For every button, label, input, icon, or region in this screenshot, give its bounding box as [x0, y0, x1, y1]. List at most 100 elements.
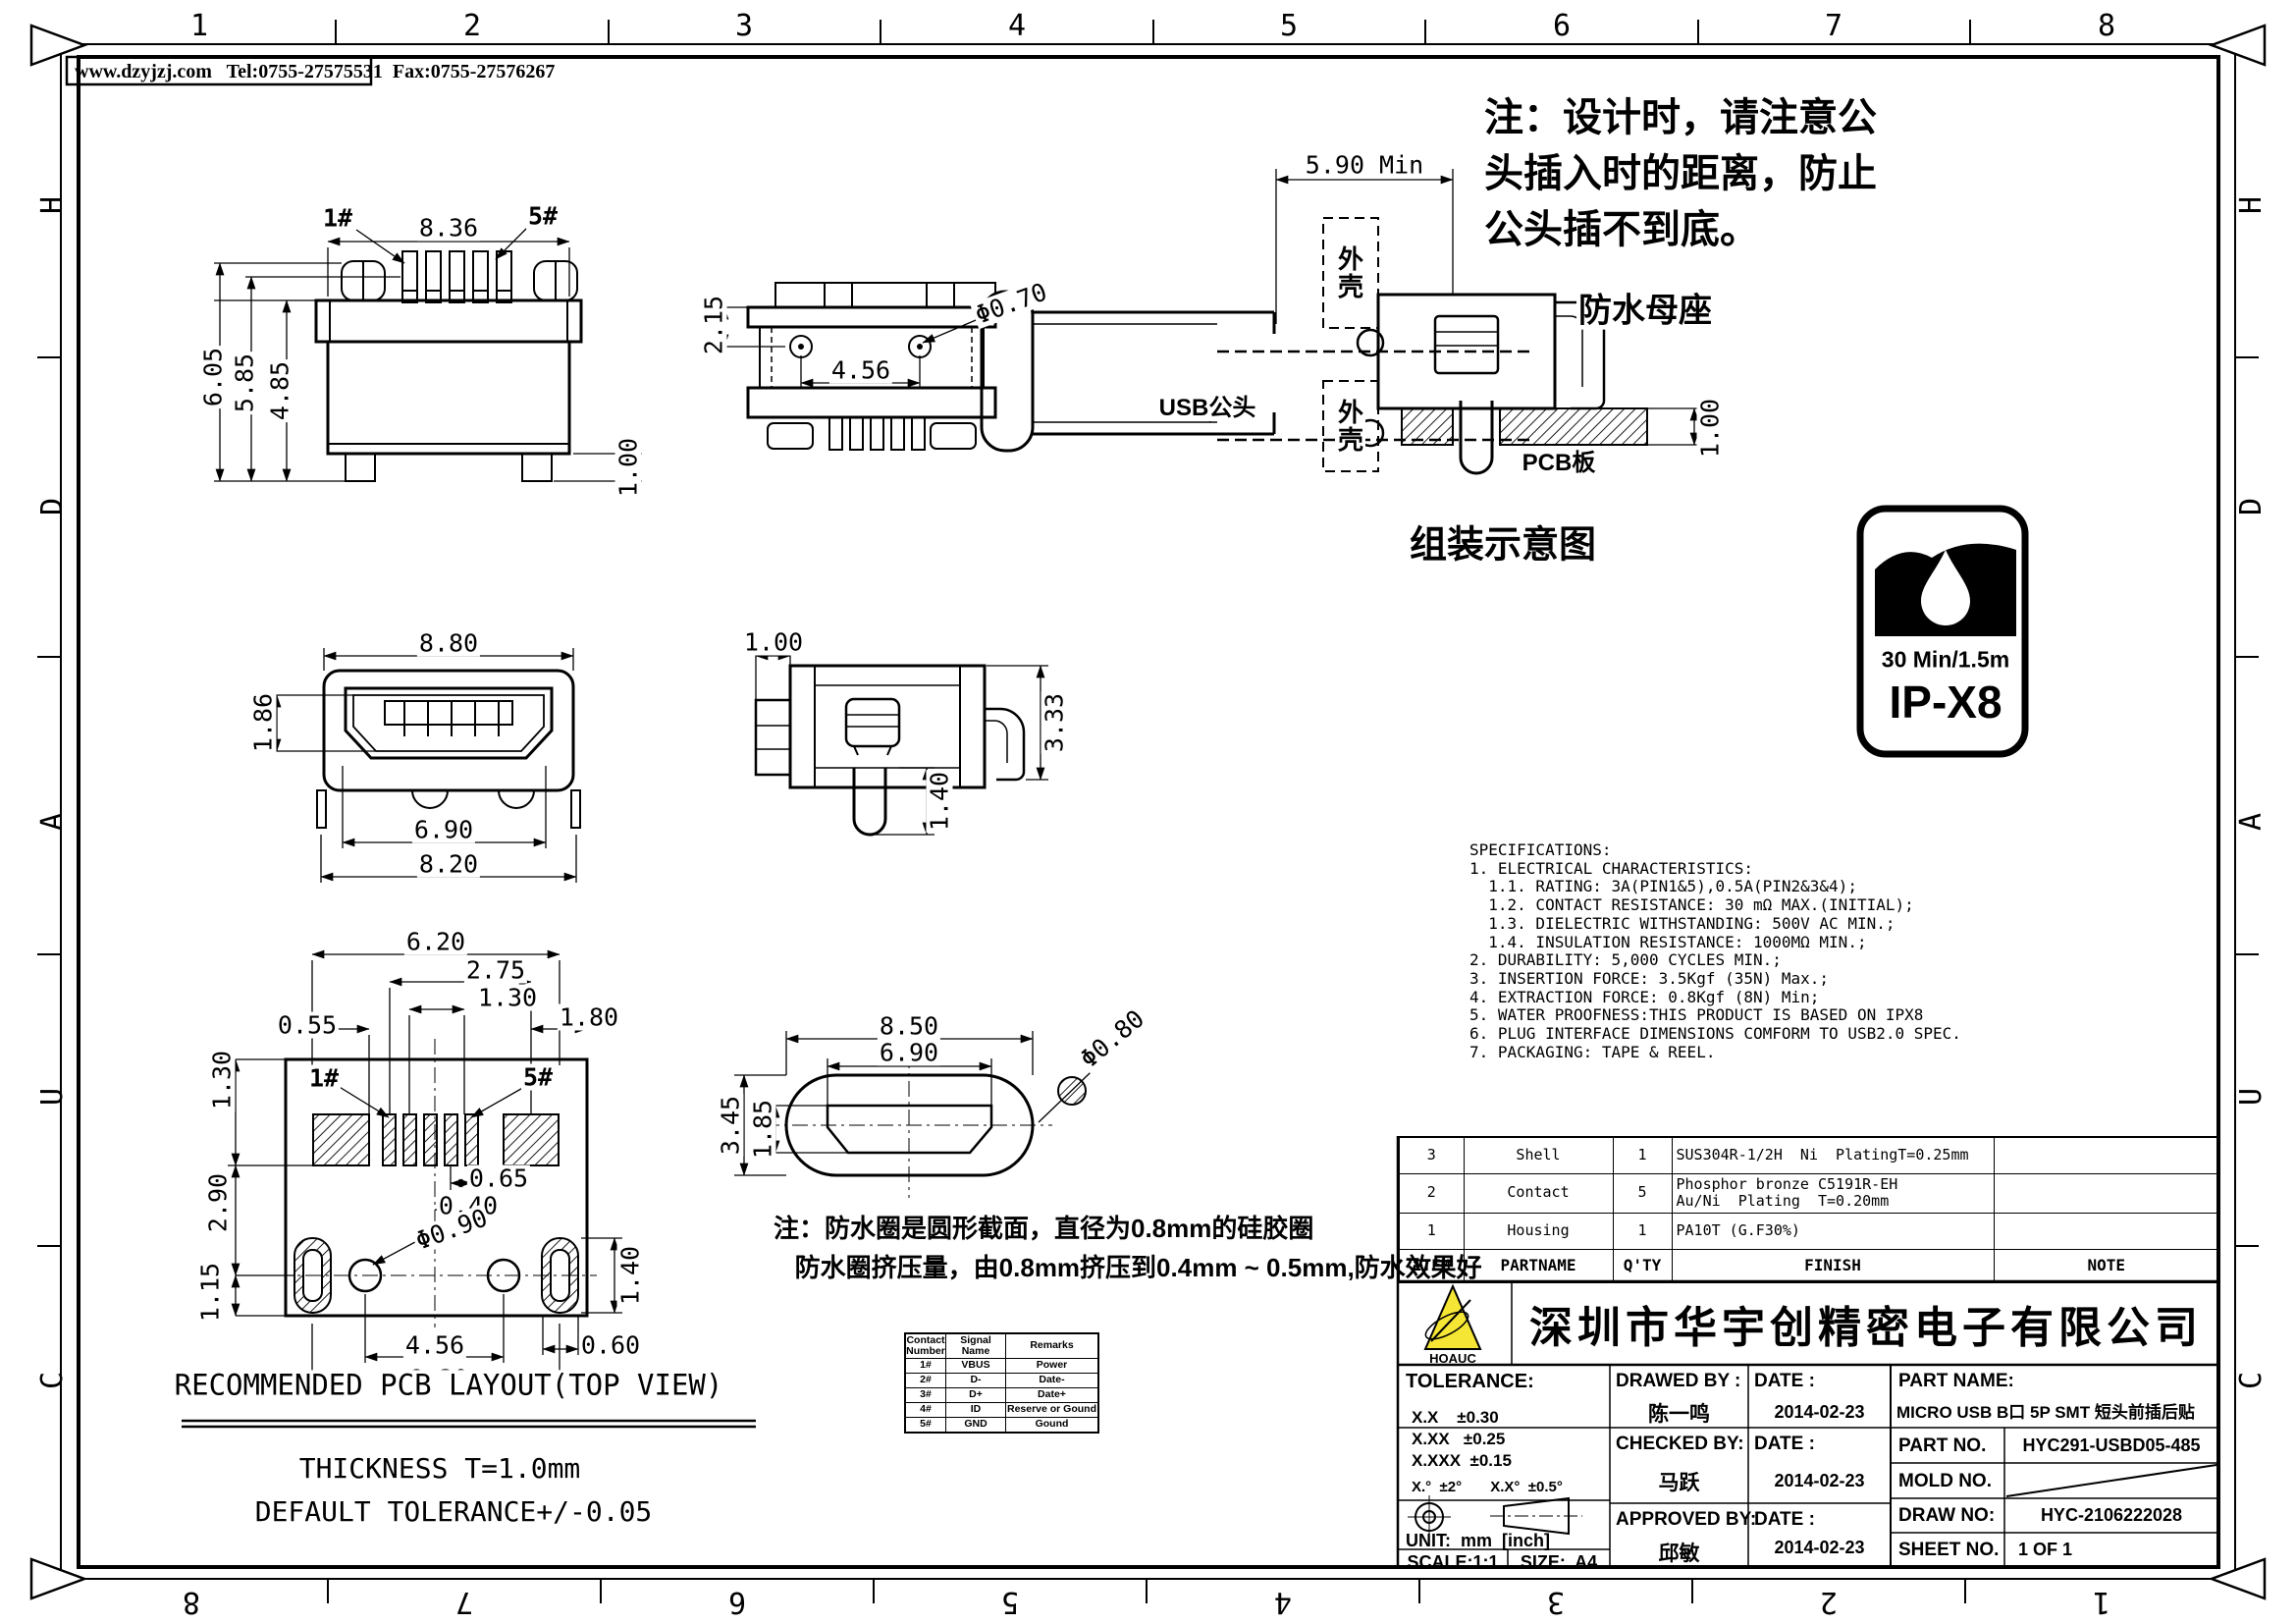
dim-label: 2.90	[203, 1170, 233, 1235]
view-assembly	[980, 169, 1702, 475]
waterproof-socket-label: 防水母座	[1576, 292, 1714, 330]
part-name-label: PART NAME:	[1898, 1371, 2014, 1391]
dim-label: 8.36	[416, 213, 481, 243]
zone-label: D	[2233, 497, 2269, 516]
zone-label: 4	[1273, 1585, 1293, 1620]
zone-label: 4	[1007, 8, 1027, 43]
size-label: SIZE: A4	[1520, 1552, 1598, 1572]
zone-label: H	[2233, 195, 2269, 215]
col-signal-name: Signal Name	[945, 1332, 1006, 1359]
dim-label: 4.85	[265, 358, 294, 423]
ipx8-logo	[1856, 505, 2029, 758]
dim-label: DEFAULT TOLERANCE+/-0.05	[252, 1494, 655, 1528]
dim-label: 1.80	[557, 1002, 621, 1032]
dim-label: 5.90 Min	[1303, 150, 1426, 180]
dim-label: 6.05	[198, 345, 228, 409]
zone-label: 6	[727, 1585, 747, 1620]
col-remarks: Remarks	[1005, 1332, 1099, 1359]
dim-label: 3.45	[716, 1093, 745, 1158]
zone-label: 8	[182, 1585, 201, 1620]
dim-label: 4.56	[828, 355, 893, 385]
view-side	[754, 644, 1048, 837]
mold-no-slash	[2005, 1464, 2217, 1497]
unit-label: UNIT: mm [inch]	[1406, 1531, 1550, 1550]
dim-label: 8.20	[416, 849, 481, 879]
date-label-3: DATE :	[1754, 1509, 1815, 1530]
tolerance-xxxx: X.XXX ±0.15	[1412, 1451, 1512, 1470]
date-label-2: DATE :	[1754, 1434, 1815, 1454]
usb-plug-label: USB公头	[1156, 395, 1258, 422]
zone-label: 7	[1824, 8, 1843, 43]
zone-label: 5	[1000, 1585, 1020, 1620]
projection-symbol	[1408, 1495, 1582, 1539]
center-arrows	[29, 24, 2267, 1600]
parts-row: 1 Housing 1 PA10T (G.F30%)	[1398, 1212, 2220, 1250]
shell-label: 外 壳	[1335, 397, 1366, 455]
zone-label: A	[2233, 812, 2269, 832]
dim-label: 0.60	[578, 1330, 643, 1360]
dim-label: 1.40	[615, 1243, 645, 1308]
contact-table: Contact Number Signal Name Remarks 1#VBU…	[904, 1332, 1099, 1434]
zone-label: D	[34, 497, 70, 516]
dim-label: 4.56	[402, 1330, 467, 1360]
drawed-by-name: 陈一鸣	[1648, 1403, 1710, 1426]
pcb-layout-title: RECOMMENDED PCB LAYOUT(TOP VIEW)	[172, 1368, 725, 1402]
company-logo-icon	[1423, 1283, 1482, 1350]
dim-label: 1.15	[195, 1260, 225, 1325]
pcb-board-label: PCB板	[1520, 450, 1598, 477]
scale-label: SCALE:1:1	[1407, 1552, 1499, 1572]
dim-label: 1.30	[475, 983, 540, 1012]
approved-by-label: APPROVED BY:	[1616, 1509, 1757, 1530]
sheet-no-label: SHEET NO.	[1898, 1540, 2000, 1560]
dim-label: 1#	[306, 1063, 342, 1093]
dim-label: 1.00	[1695, 396, 1725, 460]
draw-no-value: HYC-2106222028	[2040, 1505, 2183, 1525]
zone-label: U	[34, 1087, 70, 1107]
drop-icon	[1921, 550, 1970, 625]
date-2: 2014-02-23	[1774, 1471, 1865, 1490]
dim-label: 5#	[525, 201, 561, 231]
dim-label: 2.15	[699, 293, 728, 357]
checked-by-label: CHECKED BY:	[1616, 1434, 1744, 1454]
parts-row: 2 Contact 5 Phosphor bronze C5191R-EH Au…	[1398, 1172, 2220, 1214]
contact-row: 2#D-Date-	[904, 1373, 1099, 1388]
tolerance-xx: X.X ±0.30	[1412, 1408, 1499, 1427]
specifications: SPECIFICATIONS: 1. ELECTRICAL CHARACTERI…	[1469, 840, 1961, 1061]
gasket-note: 注：防水圈是圆形截面，直径为0.8mm的硅胶圈 防水圈挤压量，由0.8mm挤压到…	[774, 1214, 1482, 1283]
zone-label: C	[2233, 1371, 2269, 1390]
part-name-value: MICRO USB B口 5P SMT 短头前插后贴	[1896, 1403, 2195, 1422]
zone-label: C	[34, 1371, 70, 1390]
zone-label: 7	[454, 1585, 474, 1620]
zone-label: 2	[462, 8, 482, 43]
design-note: 注：设计时，请注意公 头插入时的距离，防止 公头插不到底。	[1484, 95, 1877, 251]
dim-label: 3.33	[1040, 690, 1069, 755]
part-no-label: PART NO.	[1898, 1435, 1987, 1456]
dim-label: 1.30	[207, 1048, 237, 1112]
dim-label: 1#	[320, 203, 355, 233]
parts-table: 3 Shell 1 SUS304R-1/2H Ni PlatingT=0.25m…	[1398, 1136, 2220, 1283]
tolerance-angles: X.° ±2° X.X° ±0.5°	[1412, 1479, 1563, 1495]
zone-label: 2	[1819, 1585, 1839, 1620]
zone-label: U	[2233, 1087, 2269, 1107]
date-1: 2014-02-23	[1774, 1402, 1865, 1422]
part-no-value: HYC291-USBD05-485	[2022, 1435, 2201, 1455]
shell-label: 外 壳	[1335, 244, 1366, 301]
checked-by-name: 马跃	[1658, 1472, 1700, 1494]
dim-label: THICKNESS T=1.0mm	[296, 1451, 583, 1485]
parts-row: 3 Shell 1 SUS304R-1/2H Ni PlatingT=0.25m…	[1398, 1136, 2220, 1174]
contact-row: 3#D+Date+	[904, 1387, 1099, 1403]
dim-label: 5#	[520, 1062, 556, 1092]
zone-label: 8	[2097, 8, 2116, 43]
header-box	[65, 55, 373, 86]
zone-label: 5	[1279, 8, 1299, 43]
dim-label: 5.85	[230, 351, 259, 415]
dim-label: 0.55	[275, 1010, 340, 1040]
drawed-by-label: DRAWED BY :	[1616, 1371, 1741, 1391]
assembly-title: 组装示意图	[1407, 524, 1599, 567]
date-label-1: DATE :	[1754, 1371, 1815, 1391]
dim-label: 0.65	[466, 1164, 531, 1193]
parts-header-row: ITEM PARTNAME Q'TY FINISH NOTE	[1398, 1248, 2220, 1283]
